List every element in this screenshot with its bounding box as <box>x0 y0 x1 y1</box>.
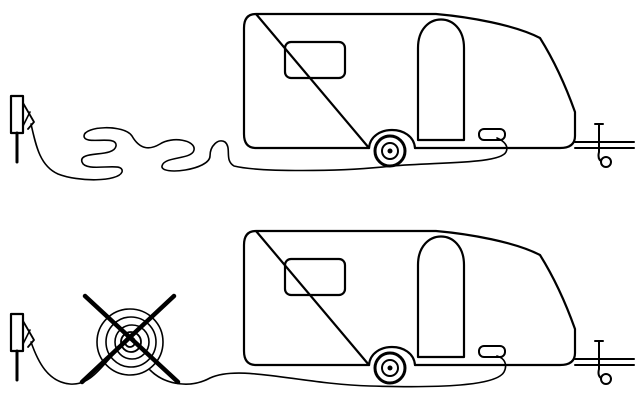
panel-incorrect <box>11 231 634 387</box>
caravan-icon <box>244 231 634 384</box>
caravan-icon <box>244 14 634 167</box>
panel-correct <box>11 14 634 180</box>
hookup-post-icon <box>11 96 34 162</box>
extension-cable <box>31 124 507 180</box>
extension-cable <box>150 356 506 387</box>
hookup-post-icon <box>11 314 34 380</box>
